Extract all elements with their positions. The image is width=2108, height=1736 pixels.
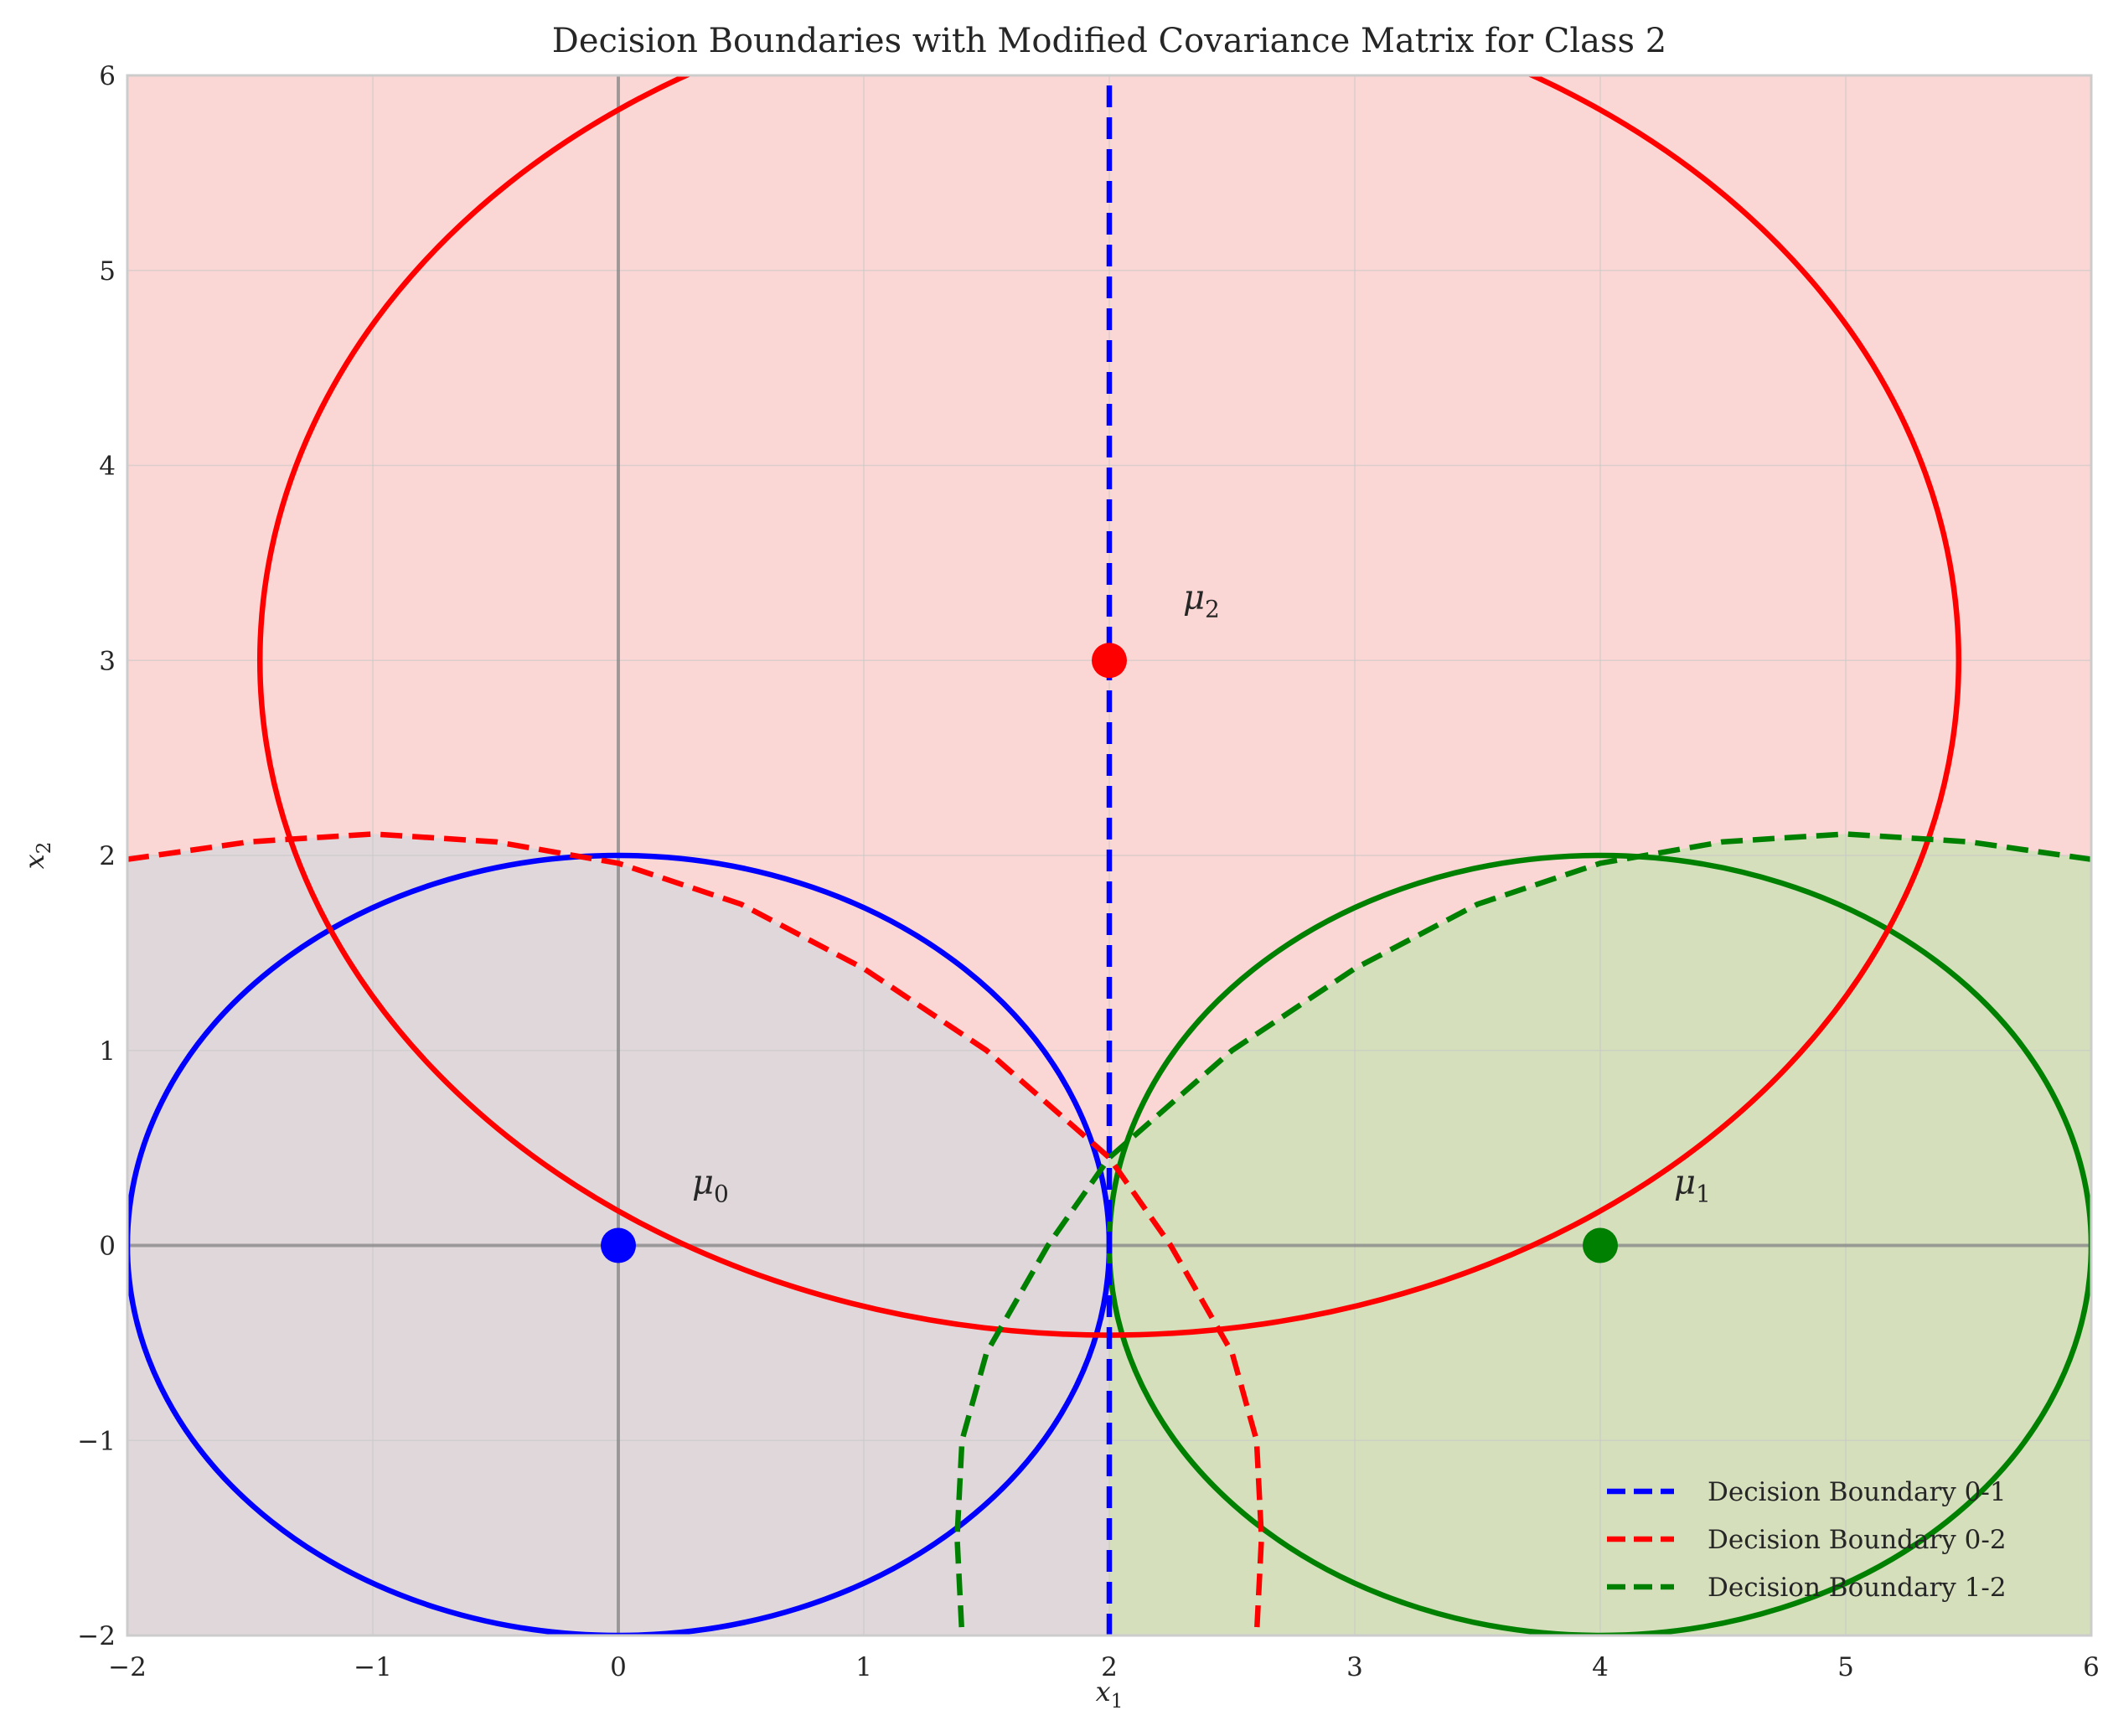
y-tick-label: 5 (99, 256, 116, 287)
mean-label-2: μ2 (1183, 578, 1220, 623)
legend-label-2: Decision Boundary 1-2 (1708, 1573, 2007, 1603)
legend-label-1: Decision Boundary 0-2 (1708, 1525, 2007, 1555)
y-tick-label: 6 (99, 61, 116, 91)
y-tick-label: −2 (77, 1621, 116, 1651)
y-tick-label: −1 (77, 1426, 116, 1456)
x-tick-label: −2 (108, 1652, 147, 1682)
x-tick-label: 5 (1837, 1652, 1854, 1682)
mean-point-1 (1583, 1227, 1618, 1263)
y-tick-label: 3 (99, 646, 116, 676)
plot-area (127, 75, 2091, 1635)
plot-frame (126, 74, 2093, 1637)
x-tick-label: 2 (1101, 1652, 1118, 1682)
chart-title: Decision Boundaries with Modified Covari… (552, 22, 1667, 60)
mean-label-1: μ1 (1674, 1164, 1711, 1208)
x-tick-label: 6 (2083, 1652, 2100, 1682)
x-tick-label: 0 (610, 1652, 627, 1682)
x-tick-label: 3 (1346, 1652, 1363, 1682)
x-tick-label: 1 (855, 1652, 872, 1682)
decision-boundary-line-2 (954, 831, 2091, 1635)
y-tick-label: 0 (99, 1232, 116, 1262)
y-axis-label: x2 (18, 842, 55, 870)
x-tick-label: −1 (354, 1652, 392, 1682)
decision-boundary-line-1 (127, 831, 1264, 1635)
legend-label-0: Decision Boundary 0-1 (1708, 1477, 2007, 1507)
y-tick-label: 4 (99, 452, 116, 482)
mean-point-0 (601, 1227, 636, 1263)
y-tick-label: 2 (99, 841, 116, 871)
x-tick-label: 4 (1592, 1652, 1609, 1682)
x-axis-label: x1 (1096, 1676, 1124, 1713)
mean-label-0: μ0 (692, 1164, 729, 1208)
y-tick-label: 1 (99, 1036, 116, 1067)
mean-point-2 (1092, 643, 1127, 679)
